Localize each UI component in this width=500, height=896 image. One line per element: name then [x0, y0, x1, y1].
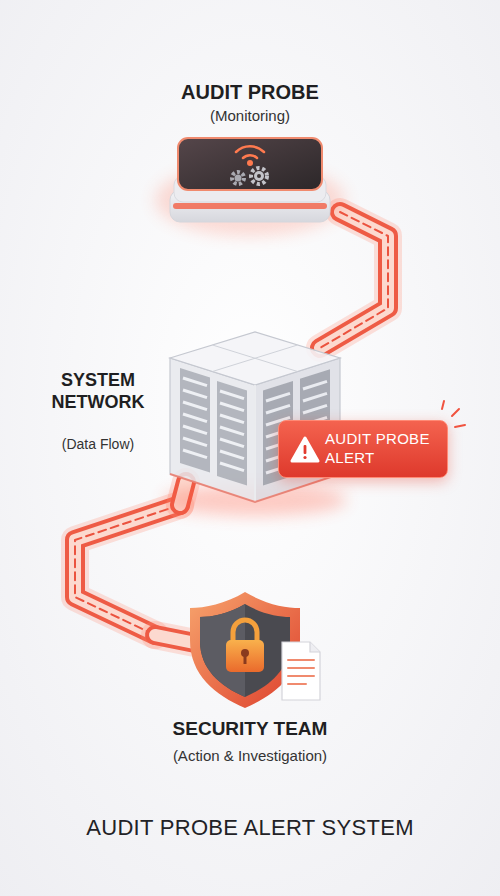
probe-device-part: [243, 155, 257, 158]
network-cube-part: [217, 381, 247, 486]
probe-device-part: [236, 146, 264, 152]
probe-device-part: [254, 171, 264, 181]
diagram-title: AUDIT PROBE ALERT SYSTEM: [0, 815, 500, 841]
network-cube-part: [220, 391, 244, 471]
pipe-body: [320, 212, 388, 348]
node-heading: AUDIT PROBE: [160, 80, 340, 104]
node-heading: SYSTEM NETWORK: [44, 370, 152, 414]
probe-device-part: [257, 174, 261, 178]
warning-icon: [292, 438, 318, 461]
alert-badge: AUDIT PROBE ALERT: [278, 420, 448, 478]
pipe-connector-group: [75, 505, 180, 635]
report-document-part: [282, 642, 320, 700]
network-cube-part: [213, 345, 298, 372]
probe-device-part: [251, 168, 267, 184]
network-cube-part: [254, 385, 256, 502]
node-subtitle: (Action & Investigation): [173, 747, 327, 765]
report-document: [282, 642, 320, 700]
alert-text: AUDIT PROBE ALERT: [325, 430, 437, 468]
pipe-connector-group: [320, 212, 388, 348]
probe-device-part: [232, 172, 244, 184]
security-node: SECURITY TEAM (Action & Investigation): [155, 585, 345, 770]
pipe-signal: [320, 212, 388, 348]
pipe-body: [75, 505, 180, 635]
warning-icon-part: [304, 445, 307, 454]
warning-icon-part: [303, 456, 306, 459]
pipe-glow: [75, 505, 180, 635]
pipe-glow: [320, 212, 388, 348]
alert-sparks-part: [442, 401, 465, 427]
pipe-signal: [75, 505, 180, 635]
pipe-inner: [75, 505, 180, 635]
report-document-part: [288, 660, 314, 684]
pipe-inner: [320, 212, 388, 348]
network-cube-part: [183, 378, 207, 458]
probe-device-part: [235, 175, 242, 182]
node-subtitle: (Data Flow): [44, 436, 152, 453]
probe-device-part: [178, 138, 322, 190]
warning-icon-part: [292, 438, 318, 461]
probe-device: [155, 138, 345, 236]
probe-device-part: [247, 160, 253, 166]
probe-device-part: [173, 203, 327, 209]
network-cube-part: [170, 474, 340, 502]
alert-sparks: [442, 401, 465, 427]
security-shield-part: [200, 604, 290, 697]
node-heading: SECURITY TEAM: [173, 718, 328, 741]
security-shield-part: [233, 620, 257, 642]
node-subtitle: (Monitoring): [160, 107, 340, 125]
network-cube-part: [180, 368, 210, 473]
security-shield-part: [226, 640, 264, 672]
probe-node: AUDIT PROBE (Monitoring): [160, 78, 340, 238]
security-shield-part: [244, 655, 247, 664]
report-document-part: [310, 642, 320, 652]
